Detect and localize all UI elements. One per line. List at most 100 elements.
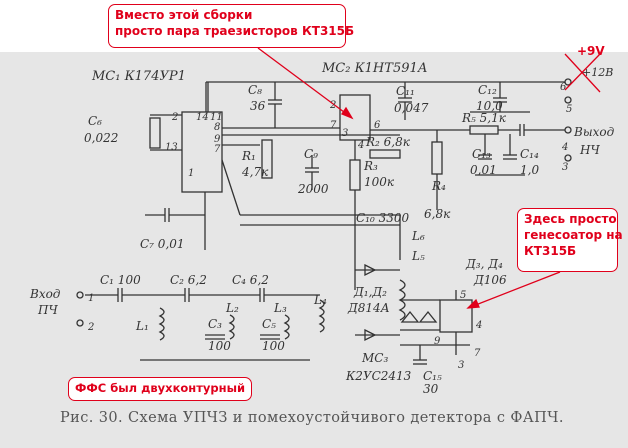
l2-label: L₂ [225, 301, 239, 315]
mc2-pin-3: 3 [342, 128, 348, 139]
r1-value: 4,7к [241, 165, 269, 179]
c14-value: 1,0 [520, 163, 539, 177]
pin-14: 14 [196, 112, 209, 123]
c15-label: C₁₅ [423, 369, 442, 383]
c8-value: 36 [250, 99, 266, 113]
c5-label: C₅ [262, 317, 276, 331]
d-pin-3: 3 [458, 360, 464, 371]
l2-coil [228, 314, 235, 340]
r5-body [469, 125, 499, 135]
mc2-pin-2: 2 [329, 100, 336, 111]
c1-label: C₁ 100 [100, 273, 141, 287]
d34-label: Д₃, Д₄ [465, 257, 503, 271]
c10-label: C₁₀ 3300 [356, 211, 410, 225]
note-right-line-2: генесоатор на [524, 228, 623, 242]
d-pin-9: 9 [434, 336, 441, 347]
r4-value: 6,8к [424, 207, 451, 221]
c11-label: C₁₁ [396, 84, 415, 98]
l3-label: L₃ [273, 301, 287, 315]
l3-coil [283, 314, 290, 340]
c7-label: C₇ 0,01 [140, 237, 185, 251]
l4-label: L₄ [313, 293, 327, 307]
r3-value: 100к [364, 175, 395, 189]
mc3-label: МС₃ [361, 351, 388, 365]
c4-label: C₄ 6,2 [232, 273, 269, 287]
l4-coil [318, 299, 325, 333]
c13-value: 0,01 [470, 163, 497, 177]
c14-label: C₁₄ [520, 147, 539, 161]
annotation-note-top: Вместо этой сборки просто пара траезисто… [108, 4, 355, 48]
c6-value: 0,022 [84, 131, 118, 145]
l6-label: L₆ [411, 229, 425, 243]
power-annotation: +9V [577, 44, 605, 58]
mc2-label: МС₂ К1НТ591А [321, 61, 428, 76]
note-top-line-2: просто пара траезисторов КТ315Б [115, 24, 355, 38]
annotation-note-bottom: ФФС был двухконтурный [68, 377, 252, 401]
r3-label: R₃ [363, 159, 378, 173]
wires [76, 78, 572, 365]
d34-value: Д106 [473, 273, 507, 287]
c11-value: 0,047 [394, 101, 429, 115]
pin-1: 1 [188, 168, 194, 179]
output-label: Выход [573, 125, 615, 139]
c13-label: C₁₃ [472, 147, 491, 161]
c3-value: 100 [208, 339, 231, 353]
r4-body [431, 141, 443, 175]
old-voltage-label: +12В [582, 66, 613, 79]
term-5: 5 [566, 104, 572, 115]
strike-12v-b [564, 53, 601, 91]
d-pin-4: 4 [475, 320, 482, 331]
c12-value: 10,0 [476, 99, 503, 113]
mc1-label: МС₁ К174УР1 [91, 69, 186, 84]
term-6: 6 [560, 82, 567, 93]
c8-label: C₈ [248, 83, 262, 97]
note-bottom-text: ФФС был двухконтурный [75, 381, 246, 395]
c2-label: C₂ 6,2 [170, 273, 207, 287]
figure-caption: Рис. 30. Схема УПЧЗ и помехоустойчивого … [60, 410, 564, 426]
output-label-2: НЧ [579, 143, 600, 157]
c5-value: 100 [262, 339, 285, 353]
c6-plate [149, 117, 161, 149]
note-right-line-1: Здесь просто [524, 212, 617, 226]
d-pin-5: 5 [460, 290, 466, 301]
l1-coil [158, 307, 165, 341]
input-label: Вход [29, 287, 61, 301]
pin-8: 8 [214, 122, 220, 133]
pin-13: 13 [165, 142, 178, 153]
c12-label: C₁₂ [478, 83, 497, 97]
r5-label: R₅ 5,1к [461, 111, 507, 125]
pin-2: 2 [171, 112, 178, 123]
c6-label: C₆ [88, 114, 102, 128]
note-top-line-1: Вместо этой сборки [115, 8, 253, 22]
in-2: 2 [87, 322, 94, 333]
note-right-line-3: КТ315Б [524, 244, 577, 258]
d3-d4-box [439, 299, 473, 333]
c15-value: 30 [423, 382, 439, 396]
mc3-part: К2УС2413 [345, 369, 412, 383]
term-3: 3 [562, 162, 568, 173]
pin-11: 11 [210, 112, 223, 123]
mc2-pin-4: 4 [357, 140, 364, 151]
pin-numbers: 2 14 11 8 9 7 13 1 2 7 6 3 4 6 5 4 3 1 2… [87, 82, 572, 371]
d12-value: Д814А [347, 301, 390, 315]
mc1-chip [181, 111, 223, 193]
d-pin-7: 7 [474, 348, 481, 359]
r3-body [349, 159, 361, 191]
arrow-to-mc2 [257, 47, 353, 119]
r1-body [261, 139, 273, 179]
strike-12v-a [564, 53, 601, 93]
in-1: 1 [88, 293, 94, 304]
l1-label: L₁ [135, 319, 149, 333]
r1-label: R₁ [241, 149, 256, 163]
annotation-note-right: Здесь просто генесоатор на КТ315Б [517, 208, 623, 272]
r2-body [369, 149, 401, 159]
arrow-to-d34 [467, 271, 561, 309]
d12-label: Д₁,Д₂ [353, 285, 387, 299]
c9-value: 2000 [297, 182, 329, 196]
annotation-strokes [257, 47, 601, 309]
l5-label: L₅ [411, 249, 425, 263]
mc2-pin-6: 6 [374, 120, 381, 131]
pin-7: 7 [214, 144, 221, 155]
